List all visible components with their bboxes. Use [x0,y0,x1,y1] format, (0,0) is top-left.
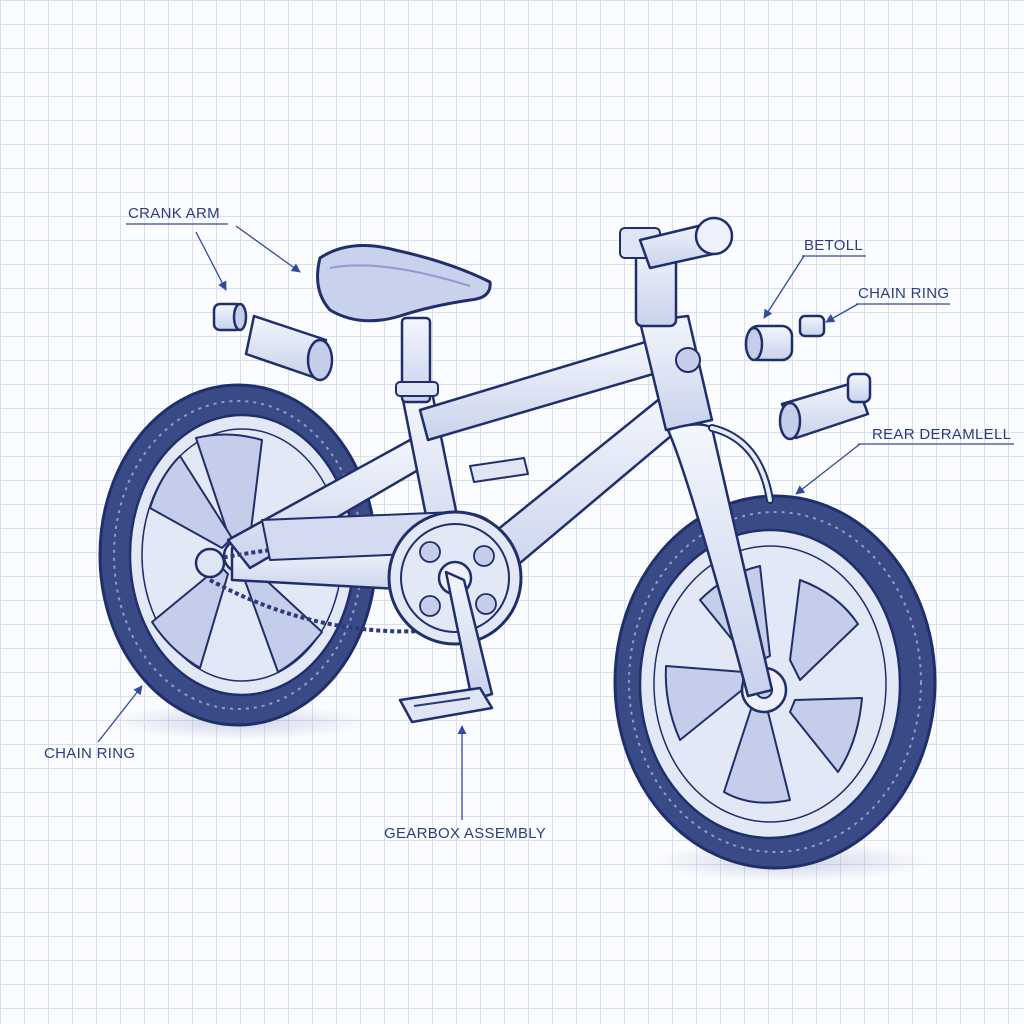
label-betoll: BETOLL [804,237,863,254]
handlebar-grip [694,216,734,256]
label-rear-derailleur: REAR DERAMLELL [872,426,1011,443]
label-crank-arm: CRANK ARM [128,205,220,222]
rear-pedal [469,457,529,483]
drivetrain [194,457,529,724]
label-chain-ring-top: CHAIN RING [858,285,949,302]
label-gearbox-assembly: GEARBOX ASSEMBLY [384,825,546,842]
top-tube [418,338,662,442]
label-chain-ring-left: CHAIN RING [44,745,135,762]
seat-clamp [395,381,439,397]
callout-labels: CRANK ARM BETOLL CHAIN RING REAR DERAMLE… [44,205,1011,842]
front-wheel [613,494,937,870]
leader-betoll [763,255,805,319]
small-bushing-left [212,302,248,332]
leader-lines [97,223,1014,820]
exploded-parts [212,302,872,441]
handlebar-assembly [619,216,734,328]
leader-chain-ring-left [97,685,143,743]
crank-arm [444,570,494,702]
saddle [316,244,492,323]
leader-crank-arm-a [195,231,227,291]
leader-crank-arm-b [235,225,301,273]
leader-chain-ring-top [825,303,859,323]
pedal [398,686,494,724]
front-fork [666,423,774,698]
bicycle-frame [226,314,774,698]
bushing-right [744,324,794,362]
rear-derailleur-sprocket [194,547,226,579]
small-nut-right [798,314,826,338]
head-badge [675,347,701,373]
leader-rear-derailleur [795,443,861,495]
seat [316,244,492,404]
crank-sleeve [244,314,334,382]
derailleur-part [778,372,872,441]
